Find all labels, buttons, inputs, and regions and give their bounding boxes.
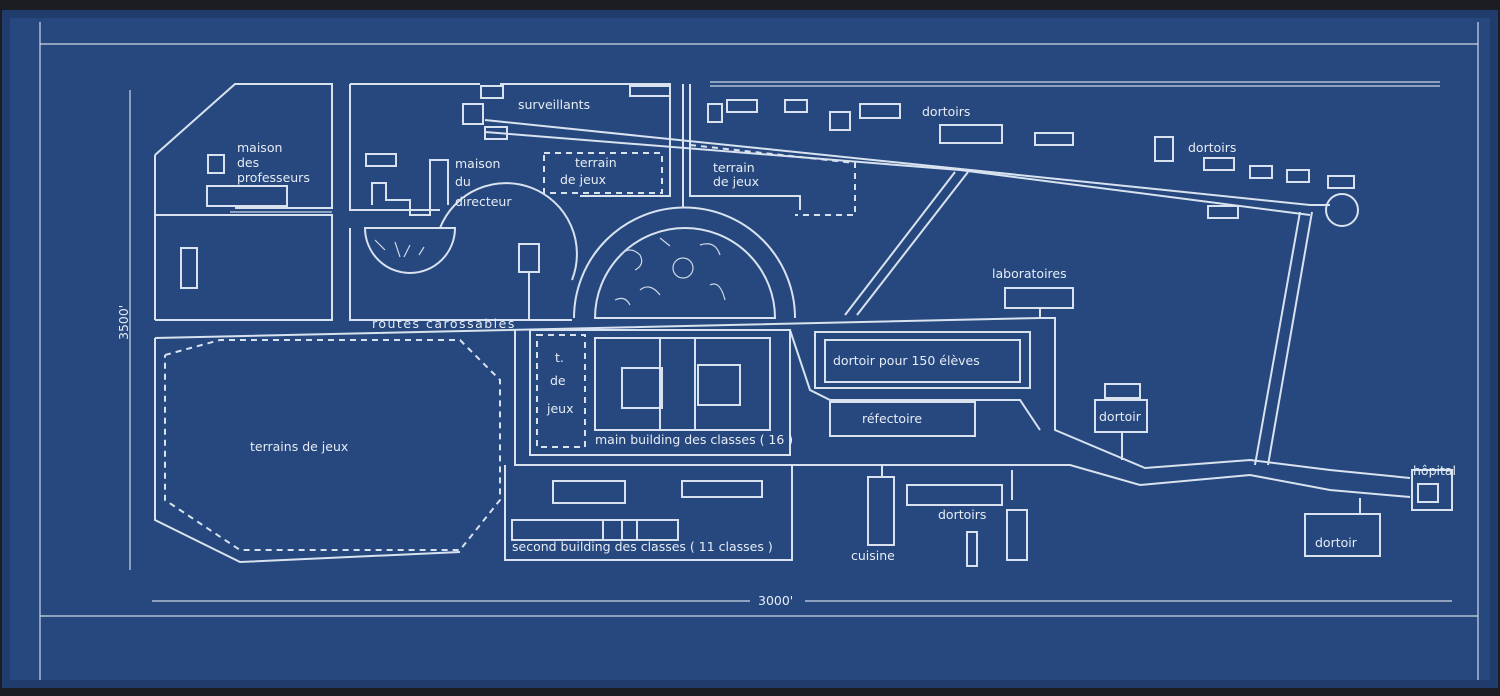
label-t-de-jeux: jeux xyxy=(546,401,573,416)
block-professeurs xyxy=(154,83,333,321)
label-maison-professeurs: des xyxy=(237,155,259,170)
label-main-building: main building des classes ( 16 ) xyxy=(595,432,793,447)
label-terrain: terrain xyxy=(713,160,755,175)
border-frame xyxy=(39,22,1479,680)
dormitory-road xyxy=(484,99,1359,466)
blueprint-paper xyxy=(6,14,1494,684)
dimension-width: 3000' xyxy=(152,593,1452,608)
label-second-building: second building des classes ( 11 classes… xyxy=(512,539,773,554)
dimension-width-label: 3000' xyxy=(758,593,793,608)
block-directeur xyxy=(349,83,671,321)
central-garden xyxy=(573,84,796,319)
dimension-height-label: 3500' xyxy=(116,305,131,340)
label-dortoirs: dortoirs xyxy=(1188,140,1236,155)
label-terrain: de jeux xyxy=(713,174,759,189)
second-building-block xyxy=(504,465,793,561)
label-maison-directeur: maison xyxy=(455,156,500,171)
label-routes-carossables: routes carossables xyxy=(372,316,516,331)
label-dortoirs: dortoirs xyxy=(922,104,970,119)
label-terrains-de-jeux: terrains de jeux xyxy=(250,439,348,454)
label-maison-directeur: du xyxy=(455,174,471,189)
main-building-block xyxy=(529,329,791,456)
label-maison-professeurs: maison xyxy=(237,140,282,155)
label-dortoir-150: dortoir pour 150 élèves xyxy=(833,353,980,368)
label-terrain: terrain xyxy=(575,155,617,170)
kitchen-dorm-block xyxy=(867,465,1028,567)
label-t-de-jeux: t. xyxy=(555,350,564,365)
label-terrain: de jeux xyxy=(560,172,606,187)
label-cuisine: cuisine xyxy=(851,548,895,563)
label-refectoire: réfectoire xyxy=(862,411,922,426)
label-dortoirs: dortoirs xyxy=(938,507,986,522)
label-laboratoires: laboratoires xyxy=(992,266,1067,281)
label-maison-directeur: directeur xyxy=(455,194,512,209)
label-dortoir: dortoir xyxy=(1315,535,1358,550)
label-dortoir: dortoir xyxy=(1099,409,1142,424)
label-hopital: hôpital xyxy=(1413,463,1456,478)
labels: maison des professeurs surveillants mais… xyxy=(237,97,1456,563)
label-surveillants: surveillants xyxy=(518,97,590,112)
routes-carossables xyxy=(154,287,1453,564)
label-maison-professeurs: professeurs xyxy=(237,170,310,185)
label-t-de-jeux: de xyxy=(550,373,566,388)
dimension-height: 3500' xyxy=(116,90,131,570)
